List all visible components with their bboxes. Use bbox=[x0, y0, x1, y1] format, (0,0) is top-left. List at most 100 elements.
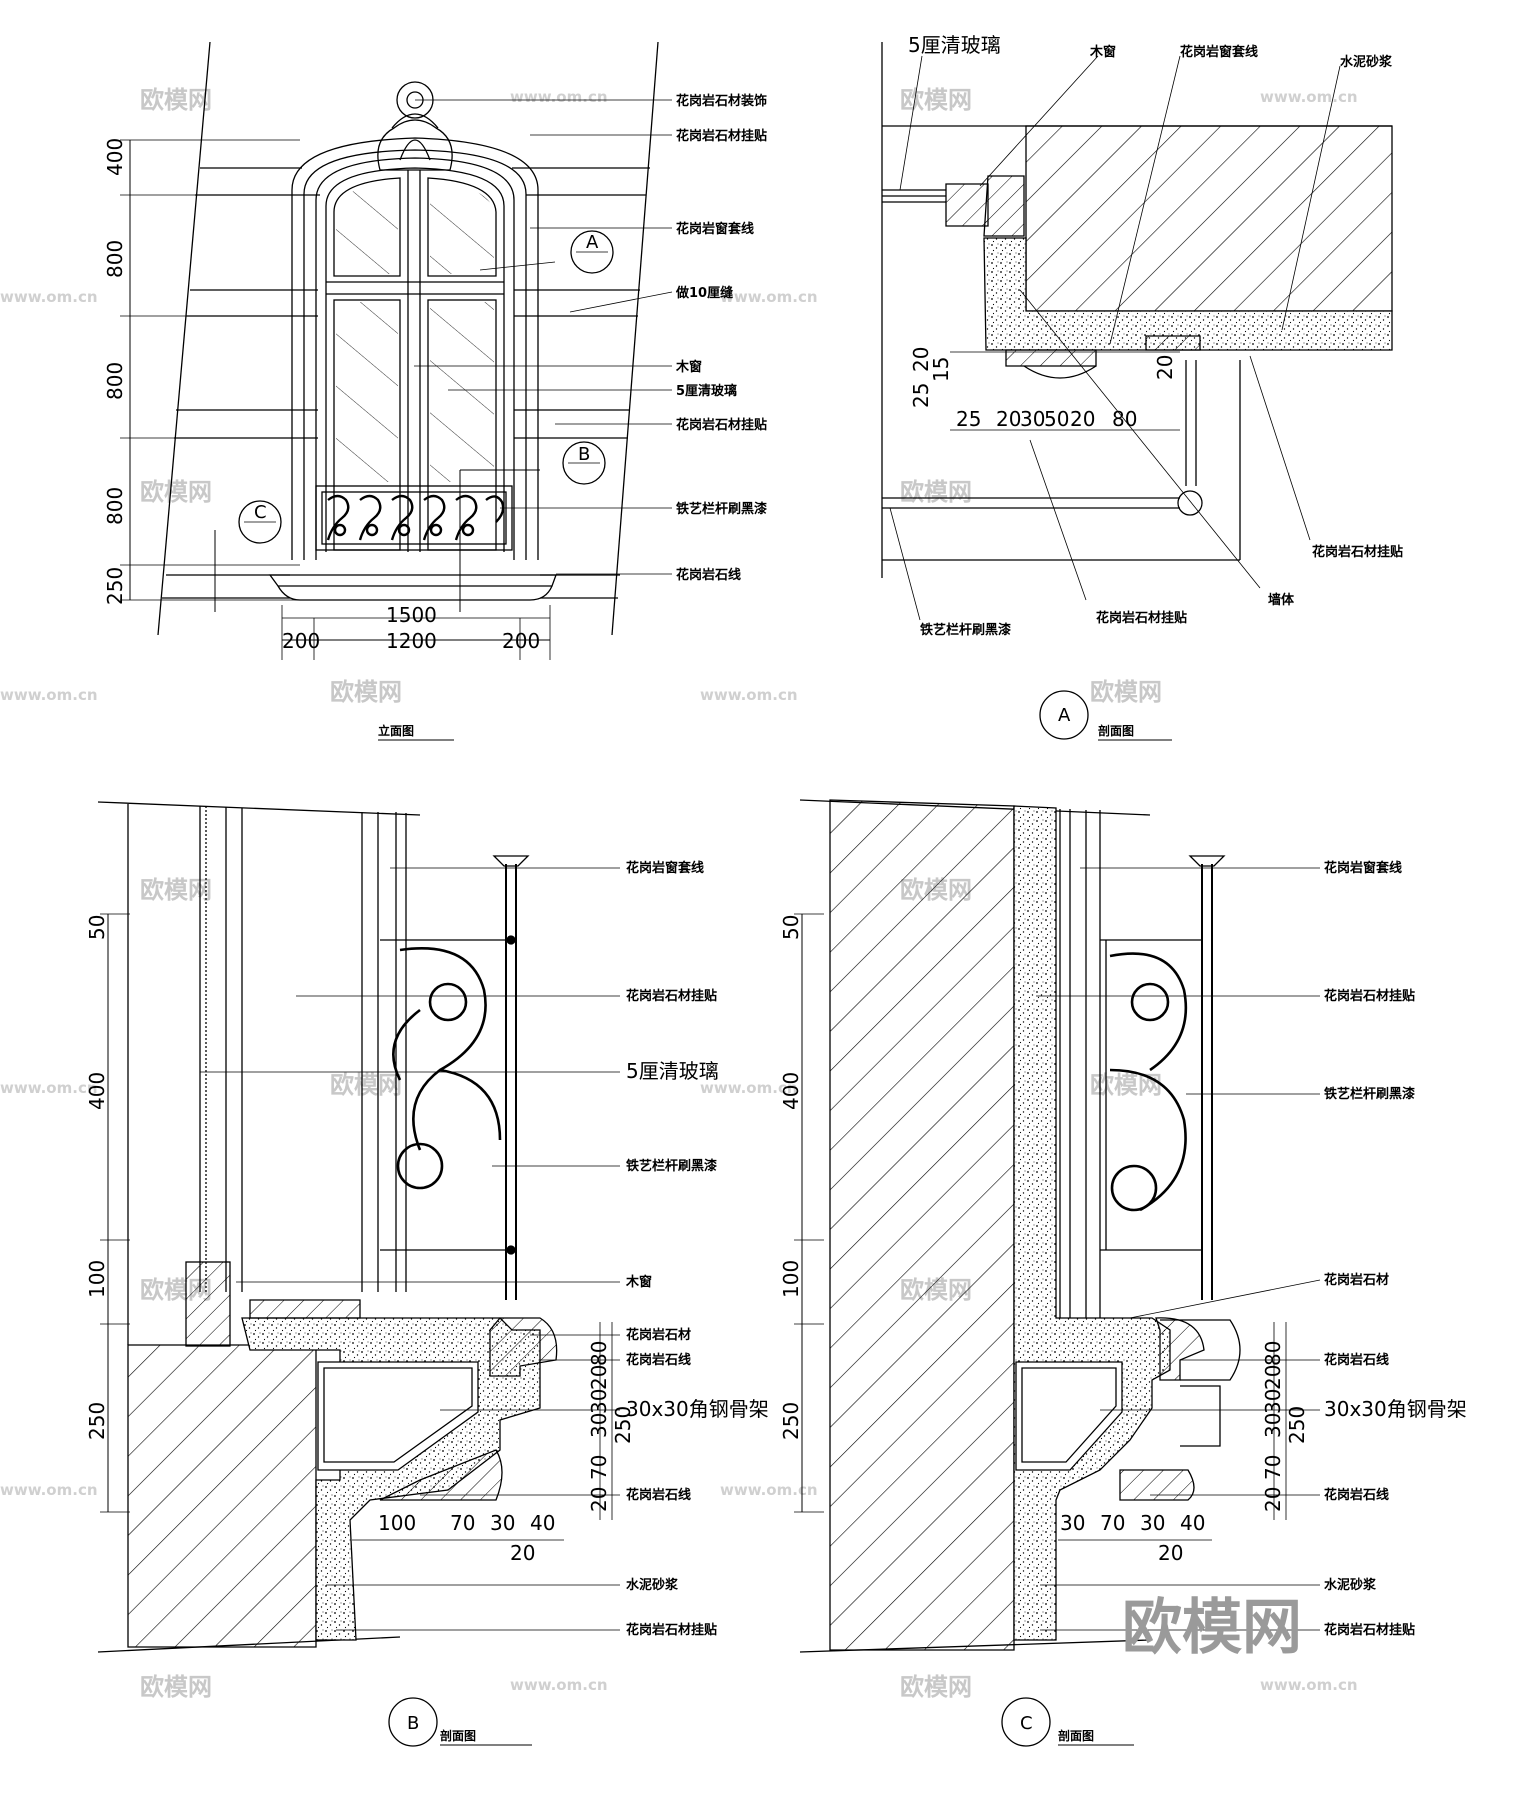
watermark-logo: 欧模网 bbox=[330, 1071, 402, 1099]
label-granite-stone: 花岗岩石材 bbox=[1324, 1272, 1389, 1288]
dim-70: 70 bbox=[450, 1511, 475, 1535]
label-granite-frame: 花岗岩窗套线 bbox=[626, 860, 704, 876]
label-angle-steel: 30x30角钢骨架 bbox=[1324, 1397, 1467, 1421]
dim-100: 100 bbox=[85, 1260, 109, 1298]
dim-30: 30 bbox=[490, 1511, 515, 1535]
dim-1500: 1500 bbox=[386, 603, 437, 627]
label-cement-mortar: 水泥砂浆 bbox=[1324, 1577, 1377, 1593]
label-granite-cladding: 花岗岩石材挂贴 bbox=[1096, 610, 1187, 626]
dim-20: 20 bbox=[510, 1541, 535, 1565]
label-wood-window: 木窗 bbox=[625, 1274, 652, 1290]
dim-25: 25 bbox=[909, 383, 933, 408]
dim-250: 250 bbox=[1285, 1406, 1309, 1444]
label-granite-moulding: 花岗岩石线 bbox=[626, 1352, 691, 1368]
label-iron-railing: 铁艺栏杆刷黑漆 bbox=[919, 622, 1011, 638]
dim-70: 70 bbox=[1261, 1455, 1285, 1480]
section-b-drawing bbox=[97, 801, 620, 1747]
watermark-logo: 欧模网 bbox=[330, 678, 402, 706]
watermark-url: www.om.cn bbox=[700, 686, 798, 704]
dim-20: 20 bbox=[909, 347, 933, 372]
label-wood-window: 木窗 bbox=[1089, 44, 1116, 60]
dim-20: 20 bbox=[1261, 1487, 1285, 1512]
elevation-dims-vertical: 400 800 800 800 250 bbox=[103, 138, 127, 605]
section-c-drawing bbox=[794, 799, 1321, 1747]
label-granite-moulding: 花岗岩石线 bbox=[676, 567, 741, 583]
dim-250: 250 bbox=[103, 567, 127, 605]
dim-20: 20 bbox=[1158, 1541, 1183, 1565]
watermark-url: www.om.cn bbox=[700, 1079, 798, 1097]
marker-b: B bbox=[578, 444, 590, 465]
dim-100: 100 bbox=[378, 1511, 416, 1535]
label-glass: 5厘清玻璃 bbox=[676, 383, 737, 399]
watermark-logo: 欧模网 bbox=[900, 478, 972, 506]
watermark-logo: 欧模网 bbox=[900, 1673, 972, 1701]
dim-20: 20 bbox=[996, 407, 1021, 431]
section-b-labels: 花岗岩窗套线 花岗岩石材挂贴 5厘清玻璃 铁艺栏杆刷黑漆 木窗 花岗岩石材 花岗… bbox=[85, 860, 769, 1743]
title-section-c: 剖面图 bbox=[1058, 1728, 1094, 1743]
watermark-url: www.om.cn bbox=[0, 1481, 98, 1499]
label-granite-frame: 花岗岩窗套线 bbox=[1180, 44, 1258, 60]
marker-c: C bbox=[254, 502, 267, 523]
watermark-layer: 欧模网 欧模网 www.om.cn www.om.cn www.om.cn ww… bbox=[0, 86, 1358, 1701]
dim-30: 30 bbox=[587, 1389, 611, 1414]
elevation-labels: 花岗岩石材装饰 花岗岩石材挂贴 花岗岩窗套线 做10厘缝 木窗 5厘清玻璃 花岗… bbox=[254, 93, 767, 738]
title-elevation: 立面图 bbox=[378, 723, 414, 738]
label-granite-moulding: 花岗岩石线 bbox=[1324, 1487, 1389, 1503]
label-cement-mortar: 水泥砂浆 bbox=[626, 1577, 679, 1593]
dim-30: 30 bbox=[587, 1413, 611, 1438]
label-glass: 5厘清玻璃 bbox=[908, 33, 1001, 57]
dim-25: 25 bbox=[956, 407, 981, 431]
dim-800: 800 bbox=[103, 362, 127, 400]
dim-800: 800 bbox=[103, 487, 127, 525]
dim-50: 50 bbox=[1044, 407, 1069, 431]
label-iron-railing: 铁艺栏杆刷黑漆 bbox=[625, 1158, 717, 1174]
dim-30: 30 bbox=[1060, 1511, 1085, 1535]
dim-200: 200 bbox=[502, 629, 540, 653]
dim-40: 40 bbox=[1180, 1511, 1205, 1535]
watermark-logo: 欧模网 bbox=[140, 86, 212, 114]
watermark-logo: 欧模网 bbox=[140, 478, 212, 506]
dim-40: 40 bbox=[530, 1511, 555, 1535]
dim-30: 30 bbox=[1140, 1511, 1165, 1535]
label-wall: 墙体 bbox=[1268, 592, 1295, 608]
elevation-drawing bbox=[120, 41, 673, 741]
watermark-logo: 欧模网 bbox=[900, 86, 972, 114]
watermark-url: www.om.cn bbox=[1260, 1676, 1358, 1694]
label-granite-cladding: 花岗岩石材挂贴 bbox=[676, 128, 767, 144]
marker-a: A bbox=[1058, 705, 1071, 726]
dim-30: 30 bbox=[1261, 1389, 1285, 1414]
dim-20: 20 bbox=[587, 1365, 611, 1390]
title-section-b: 剖面图 bbox=[440, 1728, 476, 1743]
dim-200: 200 bbox=[282, 629, 320, 653]
label-granite-moulding: 花岗岩石线 bbox=[1324, 1352, 1389, 1368]
watermark-url: www.om.cn bbox=[0, 1079, 98, 1097]
marker-a: A bbox=[586, 232, 599, 253]
dim-1200: 1200 bbox=[386, 629, 437, 653]
label-granite-cladding: 花岗岩石材挂贴 bbox=[676, 417, 767, 433]
dim-30: 30 bbox=[1020, 407, 1045, 431]
dim-80: 80 bbox=[1112, 407, 1137, 431]
dim-400: 400 bbox=[779, 1072, 803, 1110]
watermark-url: www.om.cn bbox=[0, 288, 98, 306]
label-10mm-joint: 做10厘缝 bbox=[675, 285, 733, 301]
dim-15: 15 bbox=[929, 357, 953, 382]
dim-250: 250 bbox=[779, 1402, 803, 1440]
watermark-logo-large: 欧模网 bbox=[1122, 1593, 1302, 1663]
watermark-logo: 欧模网 bbox=[1090, 678, 1162, 706]
watermark-url: www.om.cn bbox=[510, 1676, 608, 1694]
dim-80: 80 bbox=[587, 1341, 611, 1366]
label-wood-window: 木窗 bbox=[675, 359, 702, 375]
label-cement-mortar: 水泥砂浆 bbox=[1340, 54, 1393, 70]
dim-250: 250 bbox=[85, 1402, 109, 1440]
dim-70: 70 bbox=[587, 1455, 611, 1480]
title-section-a: 剖面图 bbox=[1098, 723, 1134, 738]
dim-400: 400 bbox=[103, 138, 127, 176]
dim-20: 20 bbox=[587, 1487, 611, 1512]
marker-c: C bbox=[1020, 1713, 1033, 1734]
label-granite-cladding: 花岗岩石材挂贴 bbox=[626, 1622, 717, 1638]
label-granite-frame: 花岗岩窗套线 bbox=[676, 221, 754, 237]
label-granite-ornament: 花岗岩石材装饰 bbox=[676, 93, 767, 109]
marker-b: B bbox=[407, 1713, 419, 1734]
label-iron-railing: 铁艺栏杆刷黑漆 bbox=[1323, 1086, 1415, 1102]
